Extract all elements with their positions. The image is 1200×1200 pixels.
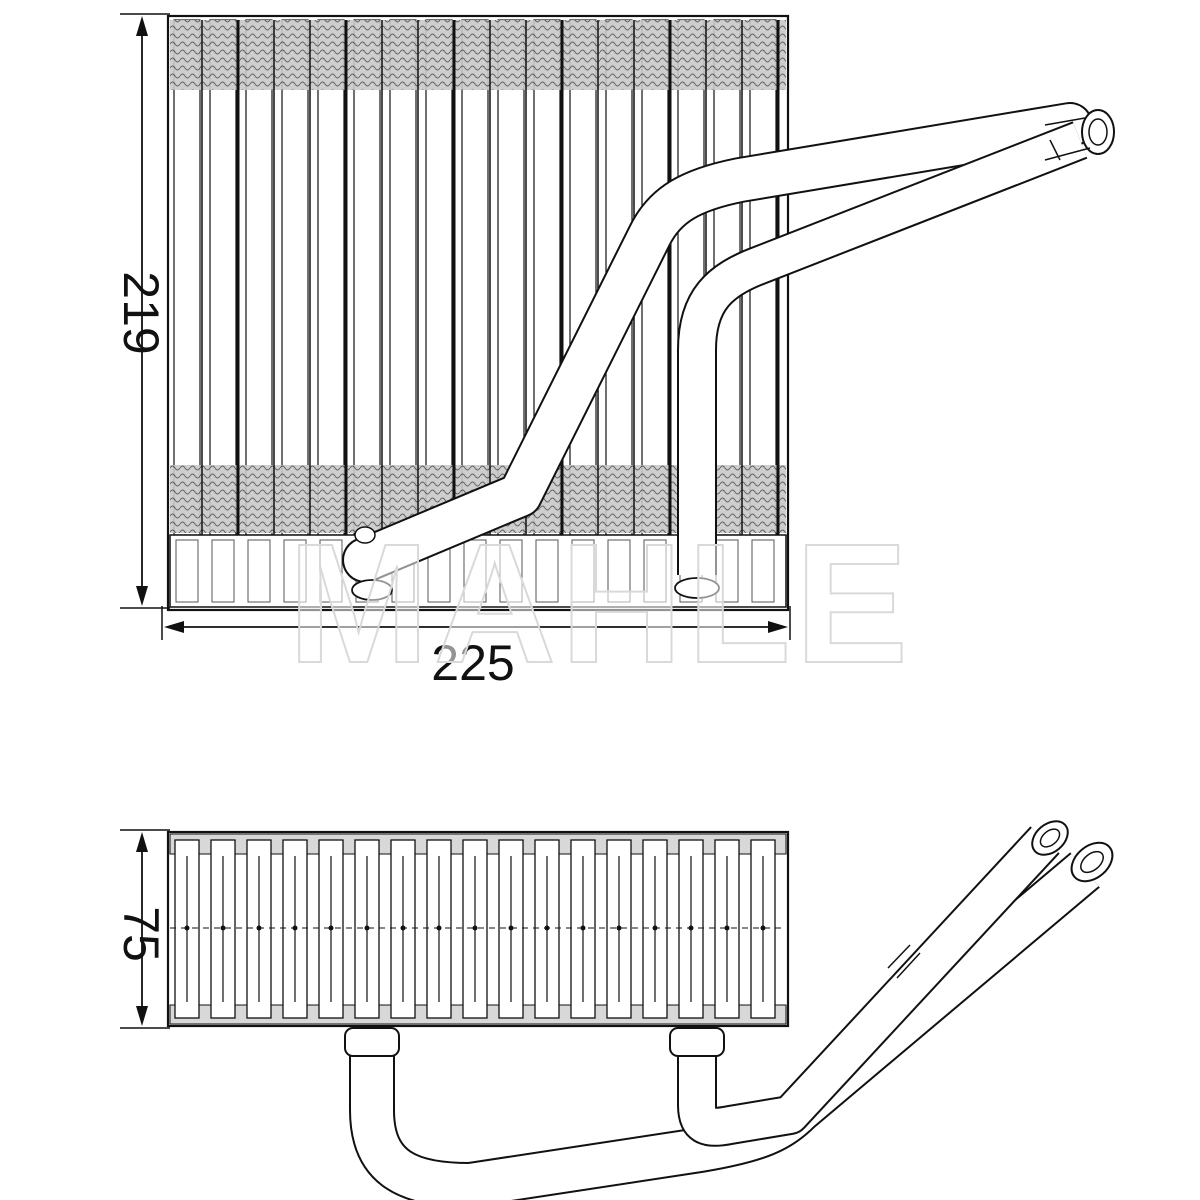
front-pipe-fittings <box>351 109 1115 601</box>
front-tube <box>389 19 417 536</box>
front-tube <box>317 19 345 536</box>
front-header-slot <box>211 539 235 603</box>
front-header-slot <box>463 539 487 603</box>
depth-dimension-label: 75 <box>113 906 169 962</box>
front-pipe-inlet <box>677 121 1088 575</box>
height-dimension-label: 219 <box>113 271 169 354</box>
front-header-slot <box>607 539 631 603</box>
front-header-slot <box>535 539 559 603</box>
front-tube <box>281 19 309 536</box>
front-header-slot <box>499 539 523 603</box>
side-tube-dot <box>760 925 766 931</box>
side-tube-array <box>174 839 776 1019</box>
side-tube-dot <box>724 925 730 931</box>
front-tube <box>461 19 489 536</box>
front-tube <box>569 19 597 536</box>
side-tube-dot <box>328 925 334 931</box>
side-view: 75 <box>113 820 1114 1200</box>
front-header-slot <box>751 539 775 603</box>
front-width-dimension: 225 <box>161 606 791 691</box>
front-height-dimension: 219 <box>113 13 170 609</box>
side-depth-dimension: 75 <box>113 829 170 1029</box>
mahle-watermark: MAHLE <box>288 509 912 699</box>
side-tube-dot <box>220 925 226 931</box>
side-tube-dot <box>616 925 622 931</box>
side-pipe-upper <box>677 826 1060 1147</box>
front-header-slot <box>319 539 343 603</box>
front-header-slot <box>175 539 199 603</box>
front-header-slot <box>247 539 271 603</box>
front-top-fin-band <box>170 20 786 90</box>
front-tube <box>173 19 201 536</box>
front-header-slot <box>283 539 307 603</box>
front-header-slot <box>643 539 667 603</box>
front-header-slot <box>571 539 595 603</box>
front-tube <box>353 19 381 536</box>
side-tube-dot <box>364 925 370 931</box>
front-tube <box>245 19 273 536</box>
side-tube-dot <box>472 925 478 931</box>
width-dimension-label: 225 <box>431 635 514 691</box>
side-pipe-fittings <box>344 820 1114 1057</box>
front-tube <box>209 19 237 536</box>
front-tube <box>425 19 453 536</box>
front-pipe-outlet <box>342 102 1093 583</box>
front-view: 219 225 <box>113 13 1115 691</box>
